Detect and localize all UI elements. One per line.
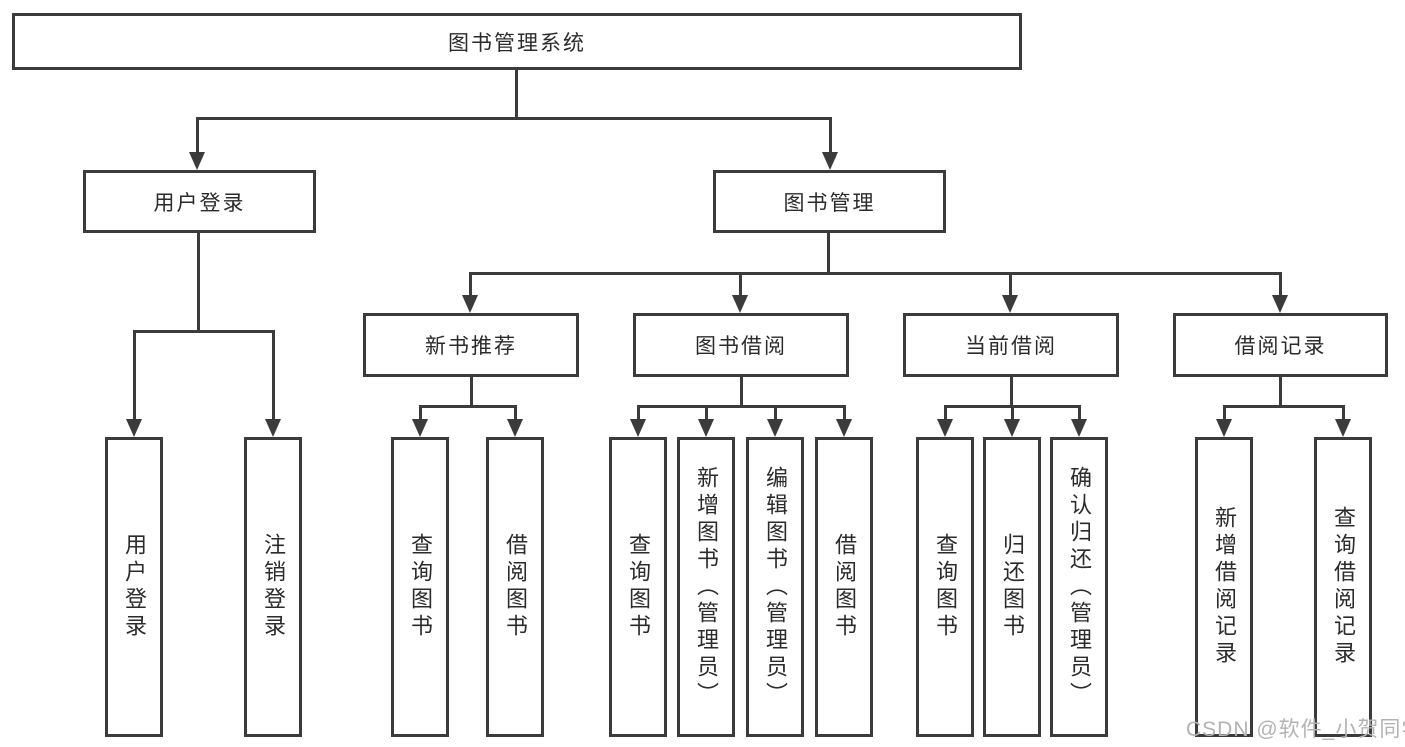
node-label: 查询图书 [408, 533, 433, 641]
node-label: 查询借阅记录 [1331, 506, 1356, 668]
node-leaf-add-books-admin: 新增图书（管理员） [677, 437, 735, 737]
connector-line [1279, 272, 1282, 296]
connector-line [469, 272, 1282, 275]
connector-line [739, 272, 742, 296]
node-label: 用户登录 [122, 533, 147, 641]
connector-line [774, 405, 777, 421]
node-label: 新书推荐 [425, 335, 517, 358]
connector-line [514, 405, 517, 421]
connector-line [829, 117, 832, 153]
connector-line [196, 117, 832, 120]
connector-line [705, 405, 708, 421]
node-leaf-query-books: 查询图书 [609, 437, 667, 737]
connector-line [1009, 272, 1012, 296]
node-label: 当前借阅 [965, 335, 1057, 358]
connector-line [469, 272, 472, 296]
arrow-down-icon [412, 419, 428, 437]
node-label: 图书管理系统 [448, 31, 586, 55]
node-label: 新增借阅记录 [1212, 506, 1237, 668]
connector-line [1342, 405, 1345, 421]
node-label: 查询图书 [933, 533, 958, 641]
connector-line [196, 117, 199, 153]
node-leaf-edit-books-admin: 编辑图书（管理员） [746, 437, 804, 737]
connector-line [1078, 405, 1081, 421]
node-borrowing-records: 借阅记录 [1173, 313, 1388, 377]
node-label: 新增图书（管理员） [694, 465, 719, 709]
node-label: 借阅图书 [503, 533, 528, 641]
connector-line [1011, 405, 1014, 421]
node-library-management-system: 图书管理系统 [12, 13, 1022, 70]
node-leaf-return-books: 归还图书 [983, 437, 1041, 737]
connector-line [1223, 405, 1345, 408]
connector-line [637, 405, 640, 421]
node-user-login: 用户登录 [83, 170, 316, 233]
node-label: 确认归还（管理员） [1067, 465, 1092, 709]
connector-line [1223, 405, 1226, 421]
arrow-down-icon [732, 295, 748, 313]
node-leaf-add-borrow-record: 新增借阅记录 [1195, 437, 1253, 737]
arrow-down-icon [507, 419, 523, 437]
arrow-down-icon [767, 419, 783, 437]
arrow-down-icon [189, 152, 205, 170]
connector-line [843, 405, 846, 421]
node-leaf-query-books-current: 查询图书 [916, 437, 974, 737]
node-leaf-logout: 注销登录 [244, 437, 302, 737]
connector-line [419, 405, 422, 421]
arrow-down-icon [630, 419, 646, 437]
connector-line [944, 405, 947, 421]
node-book-management: 图书管理 [713, 170, 946, 233]
arrow-down-icon [1272, 295, 1288, 313]
connector-line [1279, 377, 1282, 405]
node-leaf-query-borrow-record: 查询借阅记录 [1314, 437, 1372, 737]
node-label: 图书借阅 [695, 335, 787, 358]
connector-line [515, 70, 518, 117]
node-leaf-user-login: 用户登录 [105, 437, 163, 737]
arrow-down-icon [1004, 419, 1020, 437]
connector-line [419, 405, 517, 408]
csdn-watermark: CSDN @软件_小贺同学 [1186, 718, 1405, 741]
connector-line [470, 377, 473, 405]
node-label: 借阅记录 [1234, 335, 1327, 358]
connector-line [272, 330, 275, 420]
arrow-down-icon [265, 419, 281, 437]
connector-line [740, 377, 743, 405]
connector-line [827, 233, 830, 272]
connector-line [133, 330, 275, 333]
arrow-down-icon [1071, 419, 1087, 437]
arrow-down-icon [698, 419, 714, 437]
node-leaf-query-books-recommend: 查询图书 [391, 437, 449, 737]
connector-line [637, 405, 846, 408]
node-new-book-recommendation: 新书推荐 [363, 313, 579, 377]
node-leaf-borrow-books: 借阅图书 [815, 437, 873, 737]
connector-line [1010, 377, 1013, 405]
arrow-down-icon [1216, 419, 1232, 437]
arrow-down-icon [1335, 419, 1351, 437]
node-label: 用户登录 [153, 191, 246, 215]
node-label: 借阅图书 [832, 533, 857, 641]
arrow-down-icon [822, 152, 838, 170]
arrow-down-icon [126, 419, 142, 437]
node-label: 编辑图书（管理员） [763, 465, 788, 709]
node-book-borrowing: 图书借阅 [633, 313, 849, 377]
connector-line [133, 330, 136, 420]
arrow-down-icon [1002, 295, 1018, 313]
node-label: 归还图书 [1000, 533, 1025, 641]
arrow-down-icon [462, 295, 478, 313]
node-label: 查询图书 [626, 533, 651, 641]
arrow-down-icon [937, 419, 953, 437]
node-label: 注销登录 [261, 533, 286, 641]
node-current-borrowing: 当前借阅 [903, 313, 1119, 377]
connector-line [197, 233, 200, 330]
node-leaf-confirm-return-admin: 确认归还（管理员） [1050, 437, 1108, 737]
node-leaf-borrow-books-recommend: 借阅图书 [486, 437, 544, 737]
arrow-down-icon [836, 419, 852, 437]
node-label: 图书管理 [783, 191, 876, 215]
